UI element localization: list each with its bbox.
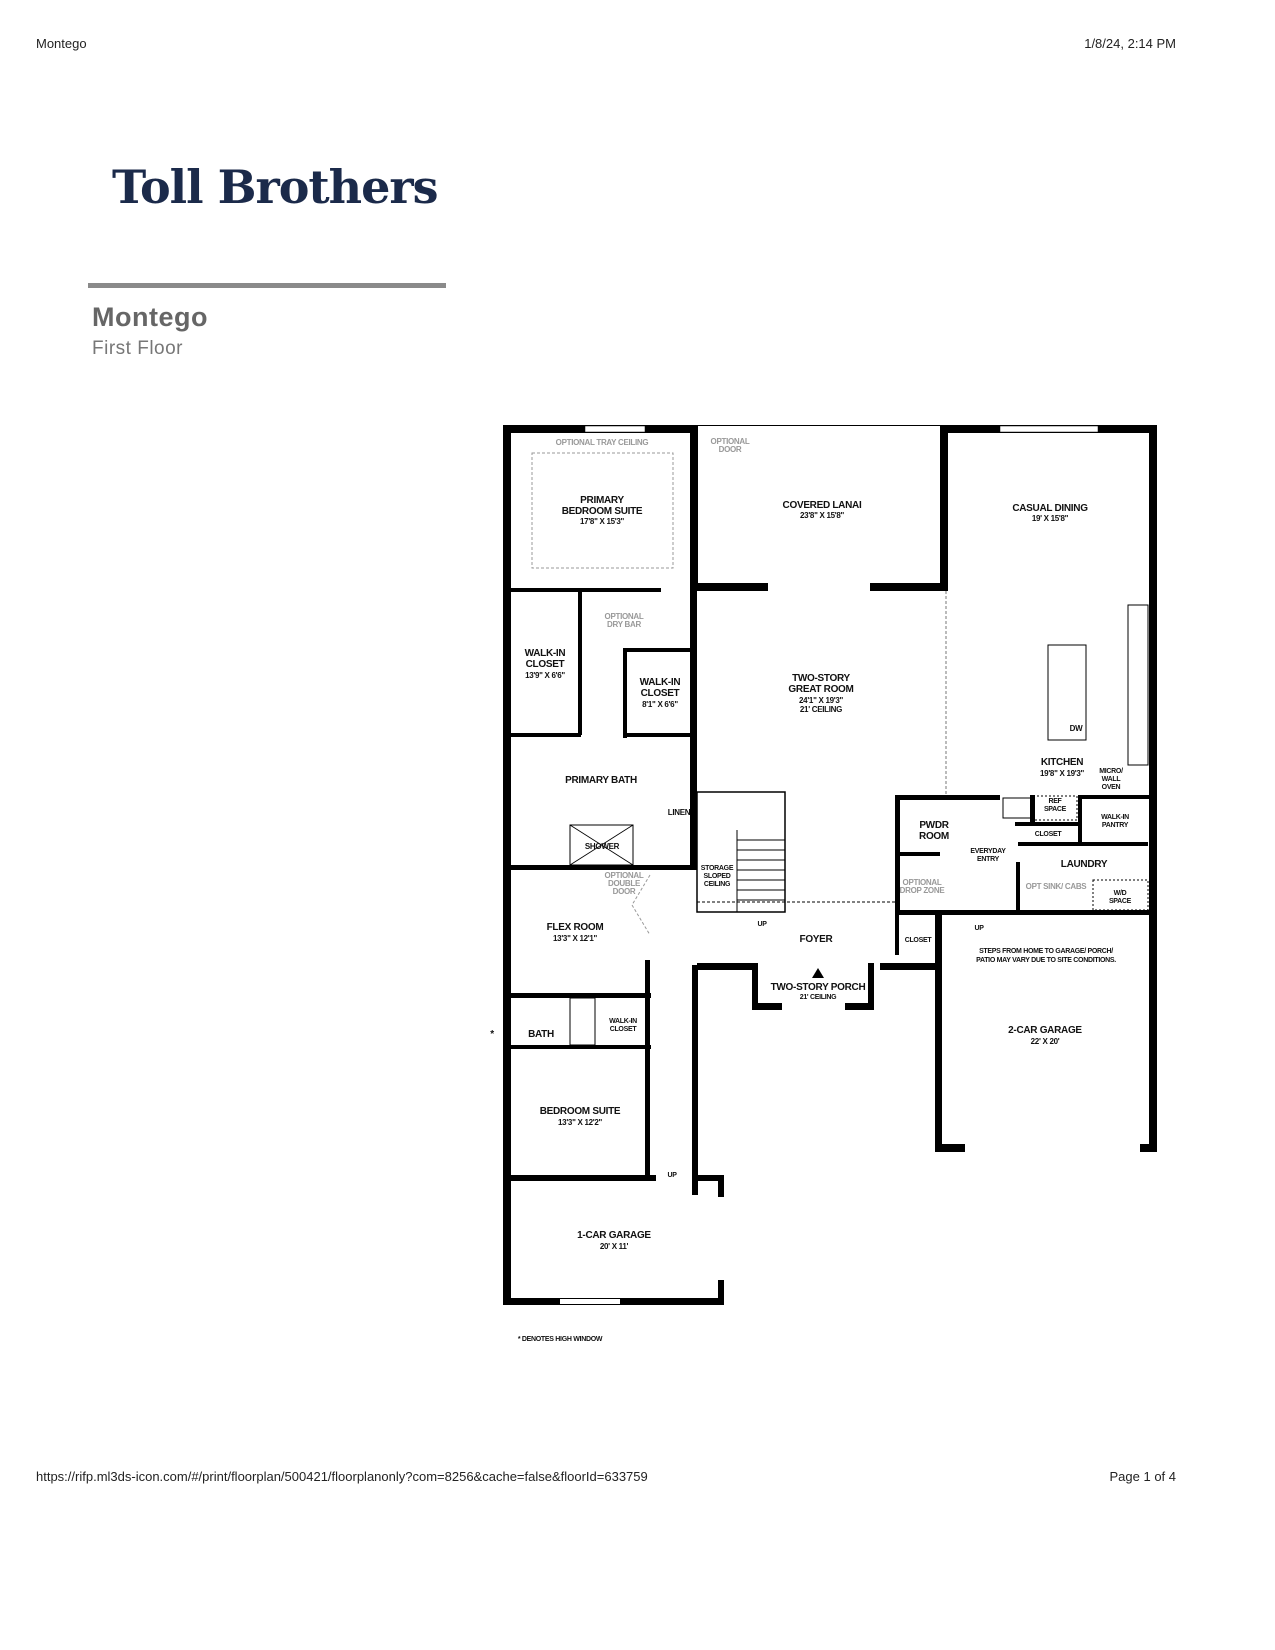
plan-title: Montego	[92, 302, 208, 332]
label-opt-sink: OPT SINK/ CABS	[1026, 882, 1088, 891]
label-up-stair: UP	[757, 921, 767, 928]
label-foyer: FOYER	[800, 934, 834, 945]
label-1-car-garage-dim: 20' X 11'	[600, 1242, 629, 1251]
walls	[503, 425, 1157, 1305]
label-laundry: LAUNDRY	[1061, 859, 1108, 870]
label-double-door-2: DOUBLE	[608, 879, 641, 888]
label-2-car-garage: 2-CAR GARAGE	[1008, 1025, 1082, 1036]
label-micro: MICRO/	[1099, 768, 1123, 775]
label-wic1-dim: 13'9" X 6'6"	[525, 671, 565, 680]
high-window-marker: *	[490, 1029, 494, 1040]
high-window-note: * DENOTES HIGH WINDOW	[518, 1336, 603, 1343]
label-primary-bedroom-dim: 17'8" X 15'3"	[580, 517, 624, 526]
label-porch: TWO-STORY PORCH	[771, 982, 866, 993]
label-pwdr: PWDR	[919, 820, 949, 831]
label-wic2-dim: 8'1" X 6'6"	[642, 700, 678, 709]
label-kitchen: KITCHEN	[1041, 757, 1083, 768]
toll-brothers-logo: Toll Brothers	[112, 160, 438, 214]
label-storage-2: SLOPED	[704, 873, 731, 880]
label-up-garage1: UP	[667, 1172, 677, 1179]
label-great-room-dim: 24'1" X 19'3"	[799, 696, 843, 705]
label-bedroom-suite-dim: 13'3" X 12'2"	[558, 1118, 602, 1127]
label-porch-ceiling: 21' CEILING	[800, 994, 837, 1001]
label-steps-note-2: PATIO MAY VARY DUE TO SITE CONDITIONS.	[976, 957, 1116, 964]
label-closet: CLOSET	[1035, 831, 1063, 838]
label-wic1-2: CLOSET	[526, 659, 565, 670]
label-ref: REF	[1048, 798, 1062, 805]
label-ref-2: SPACE	[1044, 806, 1067, 813]
label-wd-2: SPACE	[1109, 898, 1132, 905]
label-pantry-2: PANTRY	[1102, 822, 1129, 829]
plan-floor: First Floor	[92, 338, 183, 359]
label-up-garage: UP	[974, 925, 984, 932]
label-covered-lanai: COVERED LANAI	[783, 500, 862, 511]
label-flex-room-dim: 13'3" X 12'1"	[553, 934, 597, 943]
label-everyday-entry-2: ENTRY	[977, 856, 1000, 863]
label-wic2-2: CLOSET	[641, 688, 680, 699]
print-footer-page: Page 1 of 4	[1109, 1469, 1177, 1484]
label-double-door-3: DOOR	[613, 887, 636, 896]
label-storage: STORAGE	[701, 865, 734, 872]
label-micro-3: OVEN	[1102, 784, 1121, 791]
label-micro-2: WALL	[1102, 776, 1122, 783]
label-storage-3: CEILING	[704, 881, 731, 888]
label-tray-ceiling: OPTIONAL TRAY CEILING	[556, 438, 649, 447]
label-everyday-entry: EVERYDAY	[970, 848, 1006, 855]
label-drop-zone: OPTIONAL	[903, 878, 942, 887]
label-drop-zone-2: DROP ZONE	[900, 886, 946, 895]
print-header-title: Montego	[36, 36, 87, 51]
label-wic1: WALK-IN	[525, 648, 566, 659]
label-1-car-garage: 1-CAR GARAGE	[577, 1230, 651, 1241]
label-flex-room: FLEX ROOM	[547, 922, 604, 933]
room-labels: OPTIONAL TRAY CEILING OPTIONAL DOOR PRIM…	[490, 437, 1132, 1343]
label-wic3: WALK-IN	[609, 1018, 637, 1025]
label-great-room: TWO-STORY	[792, 673, 850, 684]
label-bedroom-suite: BEDROOM SUITE	[540, 1106, 621, 1117]
label-foyer-closet: CLOSET	[905, 937, 933, 944]
label-optional-door-2: DOOR	[719, 445, 742, 454]
label-pwdr-2: ROOM	[919, 831, 949, 842]
label-2-car-garage-dim: 22' X 20'	[1031, 1037, 1060, 1046]
label-steps-note: STEPS FROM HOME TO GARAGE/ PORCH/	[979, 948, 1113, 955]
label-wic2: WALK-IN	[640, 677, 681, 688]
label-double-door: OPTIONAL	[605, 871, 644, 880]
label-shower: SHOWER	[585, 842, 620, 851]
label-great-room-2: GREAT ROOM	[788, 684, 853, 695]
label-casual-dining: CASUAL DINING	[1012, 503, 1088, 514]
label-dry-bar: OPTIONAL	[605, 612, 644, 621]
print-footer-url: https://rifp.ml3ds-icon.com/#/print/floo…	[36, 1469, 648, 1484]
label-linen: LINEN	[668, 808, 691, 817]
label-covered-lanai-dim: 23'8" X 15'8"	[800, 511, 844, 520]
label-primary-bedroom-2: BEDROOM SUITE	[562, 506, 643, 517]
label-great-room-ceiling: 21' CEILING	[800, 705, 842, 714]
label-dry-bar-2: DRY BAR	[607, 620, 641, 629]
label-casual-dining-dim: 19' X 15'8"	[1032, 514, 1069, 523]
label-dw: DW	[1070, 724, 1083, 733]
print-header-datetime: 1/8/24, 2:14 PM	[1084, 36, 1176, 51]
label-primary-bedroom: PRIMARY	[580, 495, 624, 506]
divider	[88, 283, 446, 288]
label-bath: BATH	[528, 1029, 554, 1040]
label-wic3-2: CLOSET	[610, 1026, 638, 1033]
label-wd: W/D	[1114, 890, 1127, 897]
label-pantry: WALK-IN	[1101, 814, 1129, 821]
label-kitchen-dim: 19'8" X 19'3"	[1040, 769, 1084, 778]
label-optional-door: OPTIONAL	[711, 437, 750, 446]
label-primary-bath: PRIMARY BATH	[565, 775, 637, 786]
